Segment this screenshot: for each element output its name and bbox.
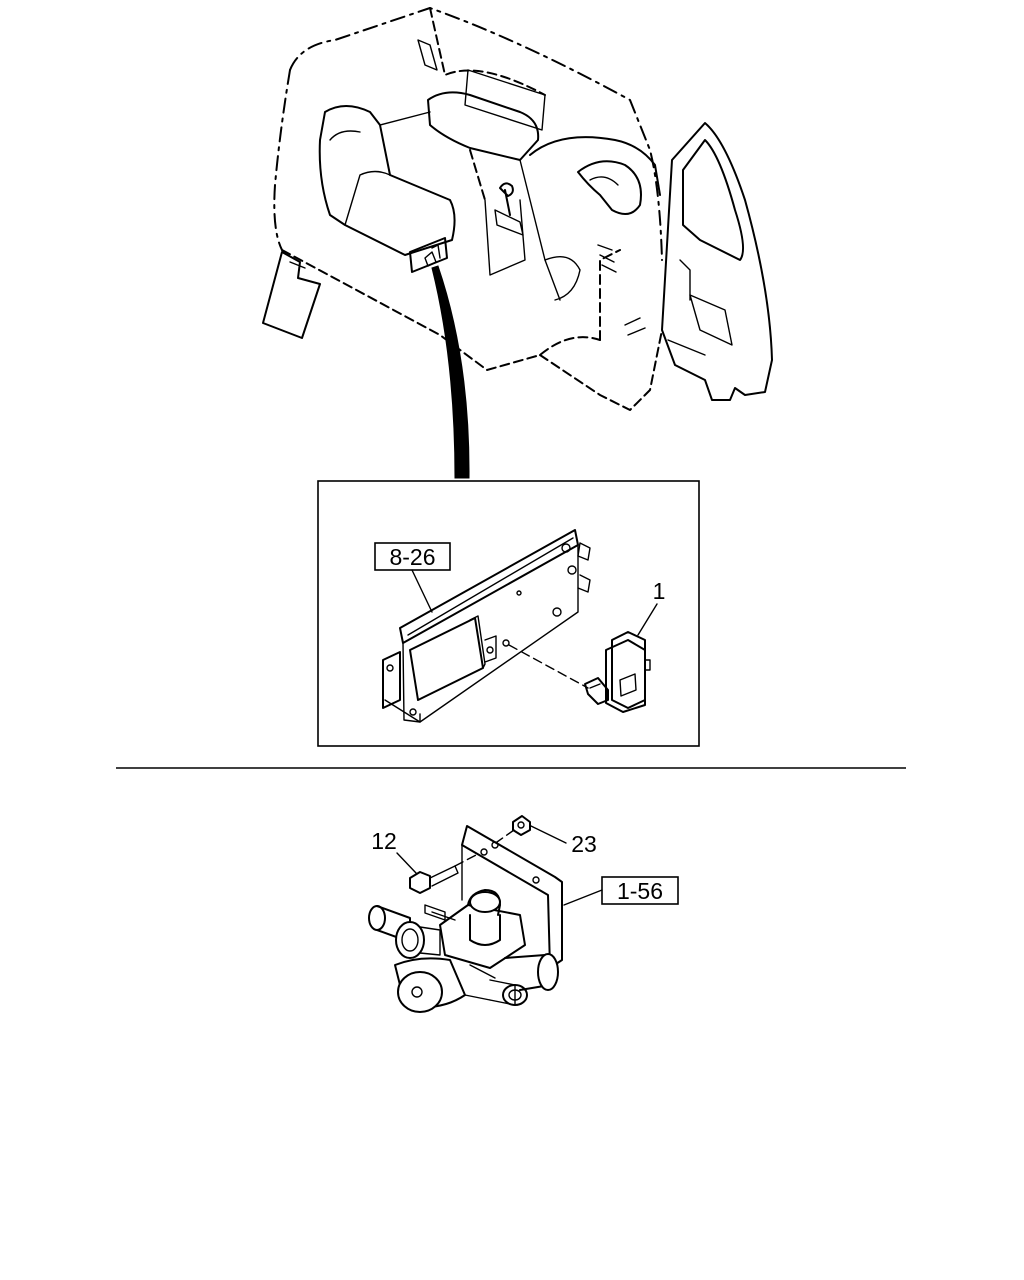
detail-inset-frame bbox=[317, 480, 700, 747]
reference-callout-1-56[interactable]: 1-56 bbox=[563, 876, 679, 906]
reference-callout-8-26[interactable]: 8-26 bbox=[374, 542, 451, 613]
truck-cab-illustration bbox=[262, 7, 773, 411]
reference-label-1-56: 1-56 bbox=[617, 878, 663, 904]
part-number-23: 23 bbox=[571, 831, 597, 857]
part-callout-1[interactable]: 1 bbox=[637, 578, 666, 636]
reference-label-8-26: 8-26 bbox=[389, 544, 435, 570]
part-callout-12[interactable]: 12 bbox=[371, 828, 417, 874]
controller-bracket-illustration bbox=[382, 529, 651, 723]
part-number-12: 12 bbox=[371, 828, 397, 854]
detail-leader bbox=[431, 265, 470, 479]
part-callout-23[interactable]: 23 bbox=[530, 825, 597, 857]
valve-assembly-illustration bbox=[368, 815, 563, 1013]
part-number-1: 1 bbox=[653, 578, 666, 604]
